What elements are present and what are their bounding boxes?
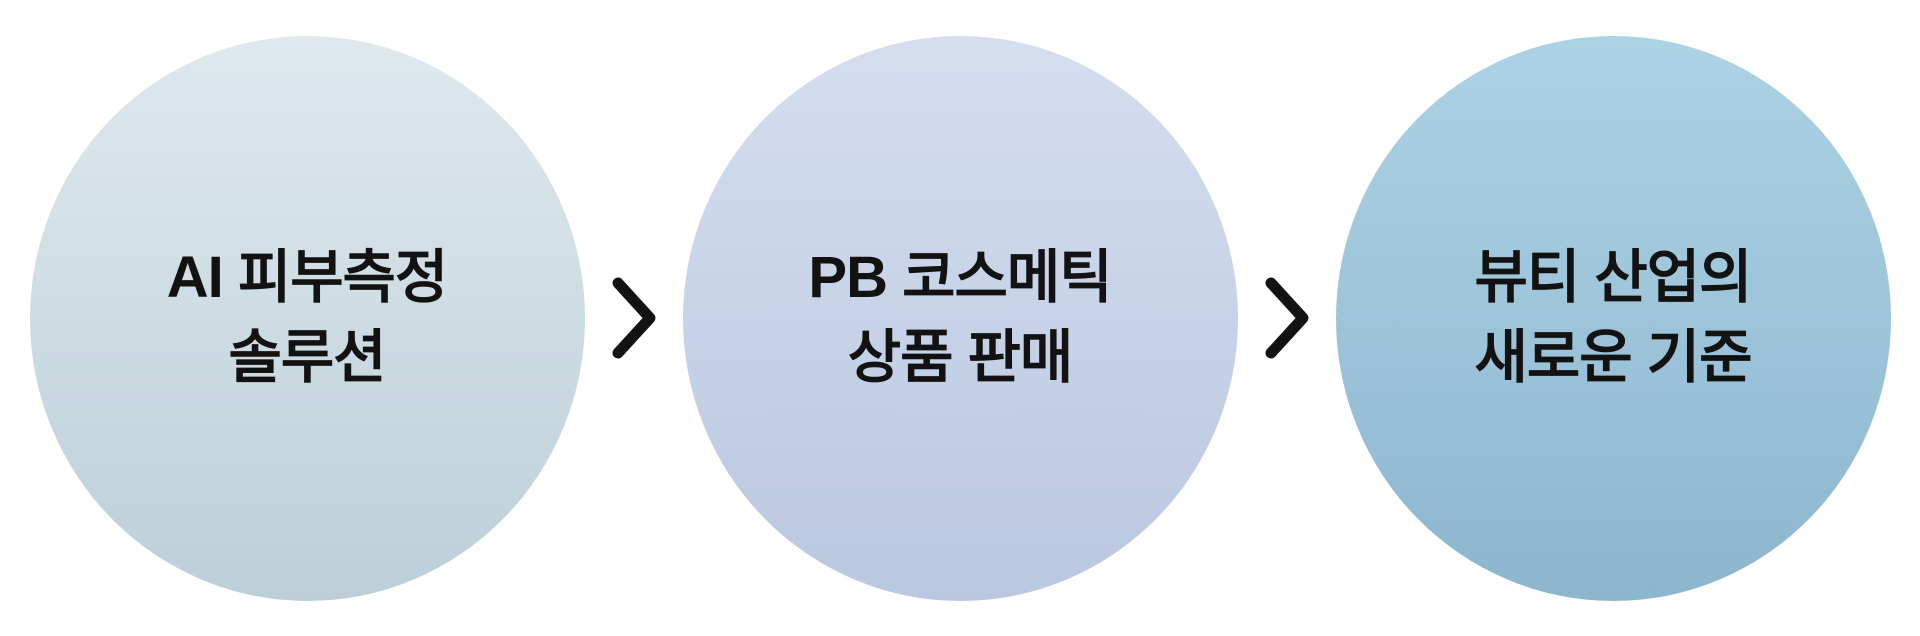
step-label-line2: 상품 판매 — [847, 325, 1074, 390]
step-separator — [603, 273, 665, 363]
step-label-line2: 새로운 기준 — [1474, 325, 1753, 390]
step-label-line1: PB 코스메틱 — [808, 244, 1112, 310]
process-flow: AI 피부측정 솔루션 PB 코스메틱 상품 판매 뷰티 산업의 새로운 기준 — [29, 35, 1891, 601]
step-label-line2: 솔루션 — [228, 325, 386, 390]
chevron-right-icon — [608, 273, 660, 363]
chevron-right-icon — [1261, 273, 1313, 363]
step-label-line1: 뷰티 산업의 — [1474, 244, 1753, 310]
step-circle-beauty-new-standard: 뷰티 산업의 새로운 기준 — [1335, 35, 1891, 601]
step-label-line1: AI 피부측정 — [166, 244, 449, 310]
step-circle-ai-skin-solution: AI 피부측정 솔루션 — [29, 35, 585, 601]
step-separator — [1256, 273, 1318, 363]
step-circle-pb-cosmetic-sales: PB 코스메틱 상품 판매 — [682, 35, 1238, 601]
